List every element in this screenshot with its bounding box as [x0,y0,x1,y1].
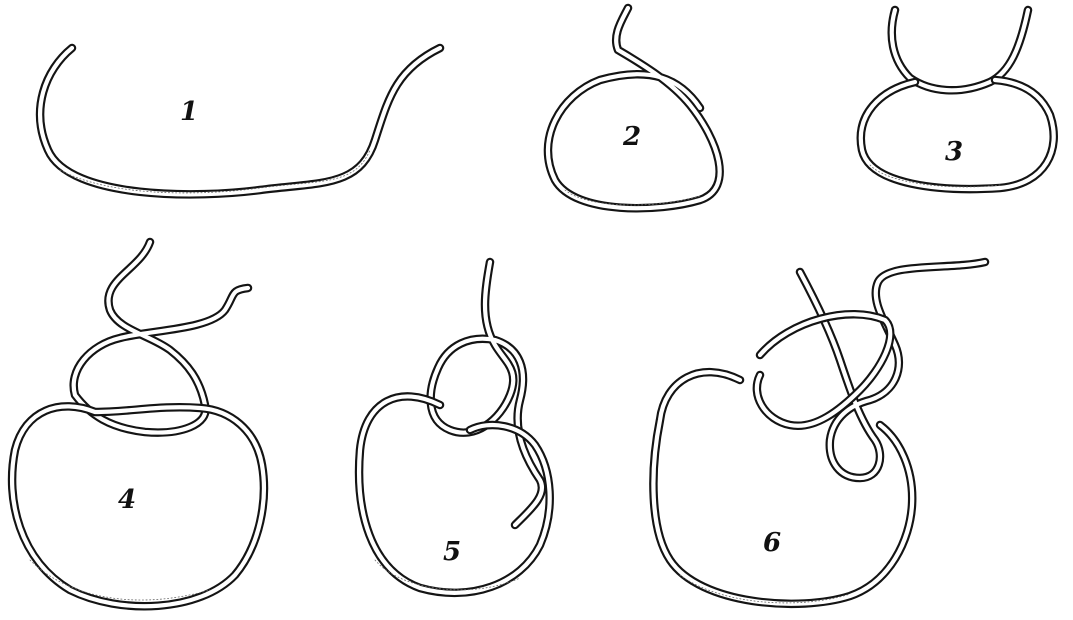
figure-2-loop: 2 [548,8,720,208]
figure-4-number: 4 [118,485,136,515]
figure-1-rope-bight: 1 [40,48,440,194]
figure-3-half-hitch: 3 [861,10,1054,189]
figure-4-loop-with-bight: 4 [12,242,264,606]
figure-3-number: 3 [945,137,963,167]
figure-5-interlaced-loops: 5 [359,262,550,593]
figure-6-number: 6 [763,528,781,558]
figure-5-number: 5 [443,537,461,567]
figure-6-complex-knot: 6 [653,262,985,604]
figure-1-number: 1 [180,97,198,127]
figure-2-number: 2 [622,122,641,152]
